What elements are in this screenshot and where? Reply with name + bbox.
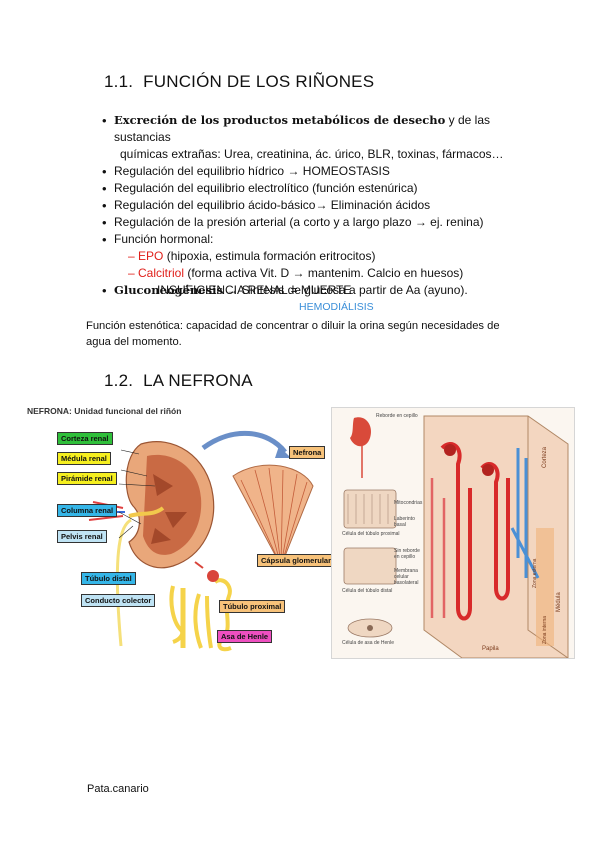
bullet-dot: • [102, 181, 107, 196]
histology-illustration [343, 415, 569, 658]
bold-term: Excreción de los productos metabólicos d… [114, 113, 446, 127]
renal-pelvis [128, 506, 165, 518]
function-list: • Excreción de los productos metabólicos… [100, 112, 530, 299]
label-medula: Médula [556, 592, 562, 612]
red-term: – EPO [128, 249, 164, 263]
bullet-dot: • [102, 215, 107, 230]
label-medula-renal: Médula renal [57, 452, 111, 465]
item-text: Regulación del equilibrio electrolítico … [114, 181, 418, 195]
block-edge [527, 416, 569, 658]
cell-striations [347, 494, 389, 524]
bullet-dot: • [102, 198, 107, 213]
section-number: 1.1. [104, 72, 134, 91]
nephron-histology-figure: Reborde en cepillo Mitocondrias Laberint… [331, 407, 575, 659]
collecting-ducts [510, 448, 540, 579]
mini-kidney [350, 417, 372, 447]
label-celula-proximal: Célula del túbulo proximal [342, 531, 400, 537]
ureter [115, 518, 132, 647]
list-item-presion: • Regulación de la presión arterial (a co… [100, 214, 530, 231]
figure-title: NEFRONA: Unidad funcional del riñón [27, 406, 182, 416]
section-title: FUNCIÓN DE LOS RIÑONES [143, 72, 375, 91]
item-text: Regulación del equilibrio hídrico → HOME… [114, 164, 390, 178]
henle-nucleus [367, 625, 373, 631]
item-text: → Síntesis de glucosa a partir de Aa (ay… [222, 283, 468, 297]
red-term: – Calcitriol [128, 266, 185, 280]
section-heading-1-2: 1.2. LA NEFRONA [104, 371, 253, 391]
label-celula-distal: Célula del túbulo distal [342, 588, 393, 594]
label-tubulo-distal: Túbulo distal [81, 572, 136, 585]
bold-term: Gluconeogénesis [114, 283, 223, 297]
item-text: (forma activa Vit. D → mantenim. Calcio … [184, 266, 464, 280]
item-text: (hipoxia, estimula formación eritrocitos… [163, 249, 376, 263]
insuficiencia-renal: INSUFICIENCIA RENAL = MUERTE [157, 283, 352, 297]
list-item-electrolitico: • Regulación del equilibrio electrolítico… [100, 180, 530, 197]
cortex-wedge [232, 464, 314, 568]
item-text: y de las sustancias [114, 113, 491, 144]
label-zona-interna: Zona interna [542, 615, 548, 644]
glomerulus-2 [482, 464, 494, 476]
hemodialisis-note: HEMODIÁLISIS [299, 301, 374, 313]
paragraph-line: agua del momento. [86, 336, 182, 348]
label-pelvis-renal: Pelvis renal [57, 530, 107, 543]
estenotica-paragraph: Función estenótica: capacidad de concent… [86, 318, 526, 350]
section-number: 1.2. [104, 371, 134, 390]
arrow-head [275, 446, 291, 458]
label-sin-reborde: Sin reborde en cepillo [394, 548, 420, 560]
label-celula-henle: Célula de asa de Henle [342, 640, 394, 646]
label-corteza: Corteza [542, 446, 548, 468]
henle-loop [193, 593, 213, 649]
label-corteza-renal: Corteza renal [57, 432, 113, 445]
wedge-lines [240, 467, 308, 567]
nephron-figure: NEFRONA: Unidad funcional del riñón Cort… [23, 406, 336, 658]
nephron-tubule [213, 578, 232, 652]
label-membrana: Membrana celular basolateral [394, 568, 419, 586]
label-reborde: Reborde en cepillo [376, 413, 418, 419]
section-heading-1-1: 1.1. FUNCIÓN DE LOS RIÑONES [104, 72, 374, 92]
zoom-arrow [201, 430, 287, 454]
renal-pyramids [151, 474, 187, 544]
label-tubulo-proximal: Túbulo proximal [219, 600, 286, 613]
proximal-cell [343, 489, 397, 529]
paragraph-line: Función estenótica: capacidad de concent… [86, 320, 500, 332]
label-piramide-renal: Pirámide renal [57, 472, 117, 485]
label-laberinto: Laberinto basal [394, 516, 415, 528]
sub-item-epo: – EPO (hipoxia, estimula formación eritr… [100, 248, 530, 265]
afferent-arteriole [194, 561, 204, 569]
glomerulus [207, 570, 219, 582]
bullet-dot: • [102, 283, 107, 298]
bullet-dot: • [102, 232, 107, 247]
label-leaders [118, 449, 156, 539]
label-zona-externa: Zona externa [532, 558, 538, 588]
zona-band [536, 528, 554, 646]
label-columna-renal: Columna renal [57, 504, 118, 517]
glomerulus-1 [444, 444, 456, 456]
label-mitocondrias: Mitocondrias [394, 500, 423, 506]
sub-item-calcitriol: – Calcitriol (forma activa Vit. D → mant… [100, 265, 530, 282]
tubule-red-2 [480, 462, 510, 601]
label-nefrona: Nefrona [289, 446, 326, 459]
section-title: LA NEFRONA [143, 371, 253, 390]
footer-author: Pata.canario [87, 783, 149, 795]
label-papila: Papila [482, 646, 499, 652]
nephron-illustration [88, 430, 314, 652]
list-item-hidrico: • Regulación del equilibrio hídrico → HOM… [100, 163, 530, 180]
distal-cell [343, 547, 397, 585]
label-capsula-glomerular: Cápsula glomerular [257, 554, 336, 567]
item-text: Regulación de la presión arterial (a cor… [114, 215, 484, 229]
item-text-cont: químicas extrañas: Urea, creatinina, ác.… [120, 147, 504, 161]
label-asa-de-henle: Asa de Henle [217, 630, 273, 643]
item-text: Regulación del equilibrio ácido-básico→ … [114, 198, 431, 212]
list-item-hormonal: • Función hormonal: [100, 231, 530, 248]
item-text: Función hormonal: [114, 232, 214, 246]
label-conducto-colector: Conducto colector [81, 594, 156, 607]
list-item-acido-basico: • Regulación del equilibrio ácido-básico→… [100, 197, 530, 214]
bullet-dot: • [102, 113, 107, 128]
tubule-red-3 [430, 478, 446, 618]
bullet-dot: • [102, 164, 107, 179]
list-item-excrecion: • Excreción de los productos metabólicos… [100, 112, 530, 163]
list-item-gluconeogenesis: • Gluconeogénesis → Síntesis de glucosa a… [100, 282, 530, 299]
